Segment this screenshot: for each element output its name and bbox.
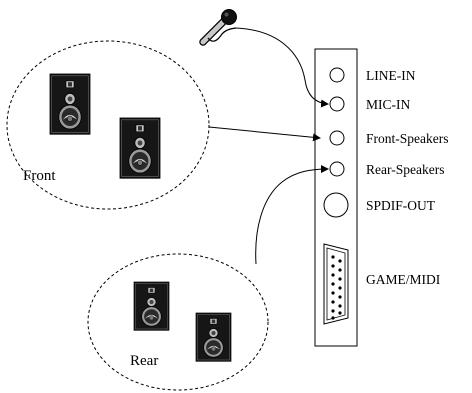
- spdif-out-jack[interactable]: [323, 192, 349, 218]
- rear-speaker-group: Rear: [87, 253, 269, 391]
- port-label-game-midi: GAME/MIDI: [366, 272, 441, 287]
- front-speaker-group: Front: [6, 40, 210, 210]
- mic-in-jack[interactable]: [329, 96, 345, 112]
- port-label-rear-speakers: Rear-Speakers: [366, 162, 444, 177]
- rear-group-label: Rear: [130, 353, 158, 369]
- front-group-label: Front: [23, 168, 56, 184]
- line-in-jack[interactable]: [329, 67, 345, 83]
- port-label-mic-in: MIC-IN: [366, 97, 410, 112]
- front-speakers-cable: [208, 126, 321, 142]
- speaker-icon: [49, 73, 91, 135]
- front-speakers-jack[interactable]: [329, 130, 345, 146]
- rear-speakers-cable: [255, 165, 329, 265]
- microphone-icon: [199, 9, 237, 46]
- rear-speakers-jack[interactable]: [329, 161, 345, 177]
- speaker-icon: [119, 117, 161, 179]
- mic-cable: [235, 27, 329, 108]
- port-label-front-speakers: Front-Speakers: [366, 131, 448, 146]
- port-label-line-in: LINE-IN: [366, 68, 416, 83]
- port-label-spdif-out: SPDIF-OUT: [366, 198, 436, 213]
- front-group-outline: [6, 40, 210, 210]
- game-port-icon[interactable]: [323, 243, 349, 325]
- speaker-icon: [195, 312, 232, 362]
- speaker-icon: [133, 281, 170, 331]
- rear-group-outline: [87, 253, 269, 391]
